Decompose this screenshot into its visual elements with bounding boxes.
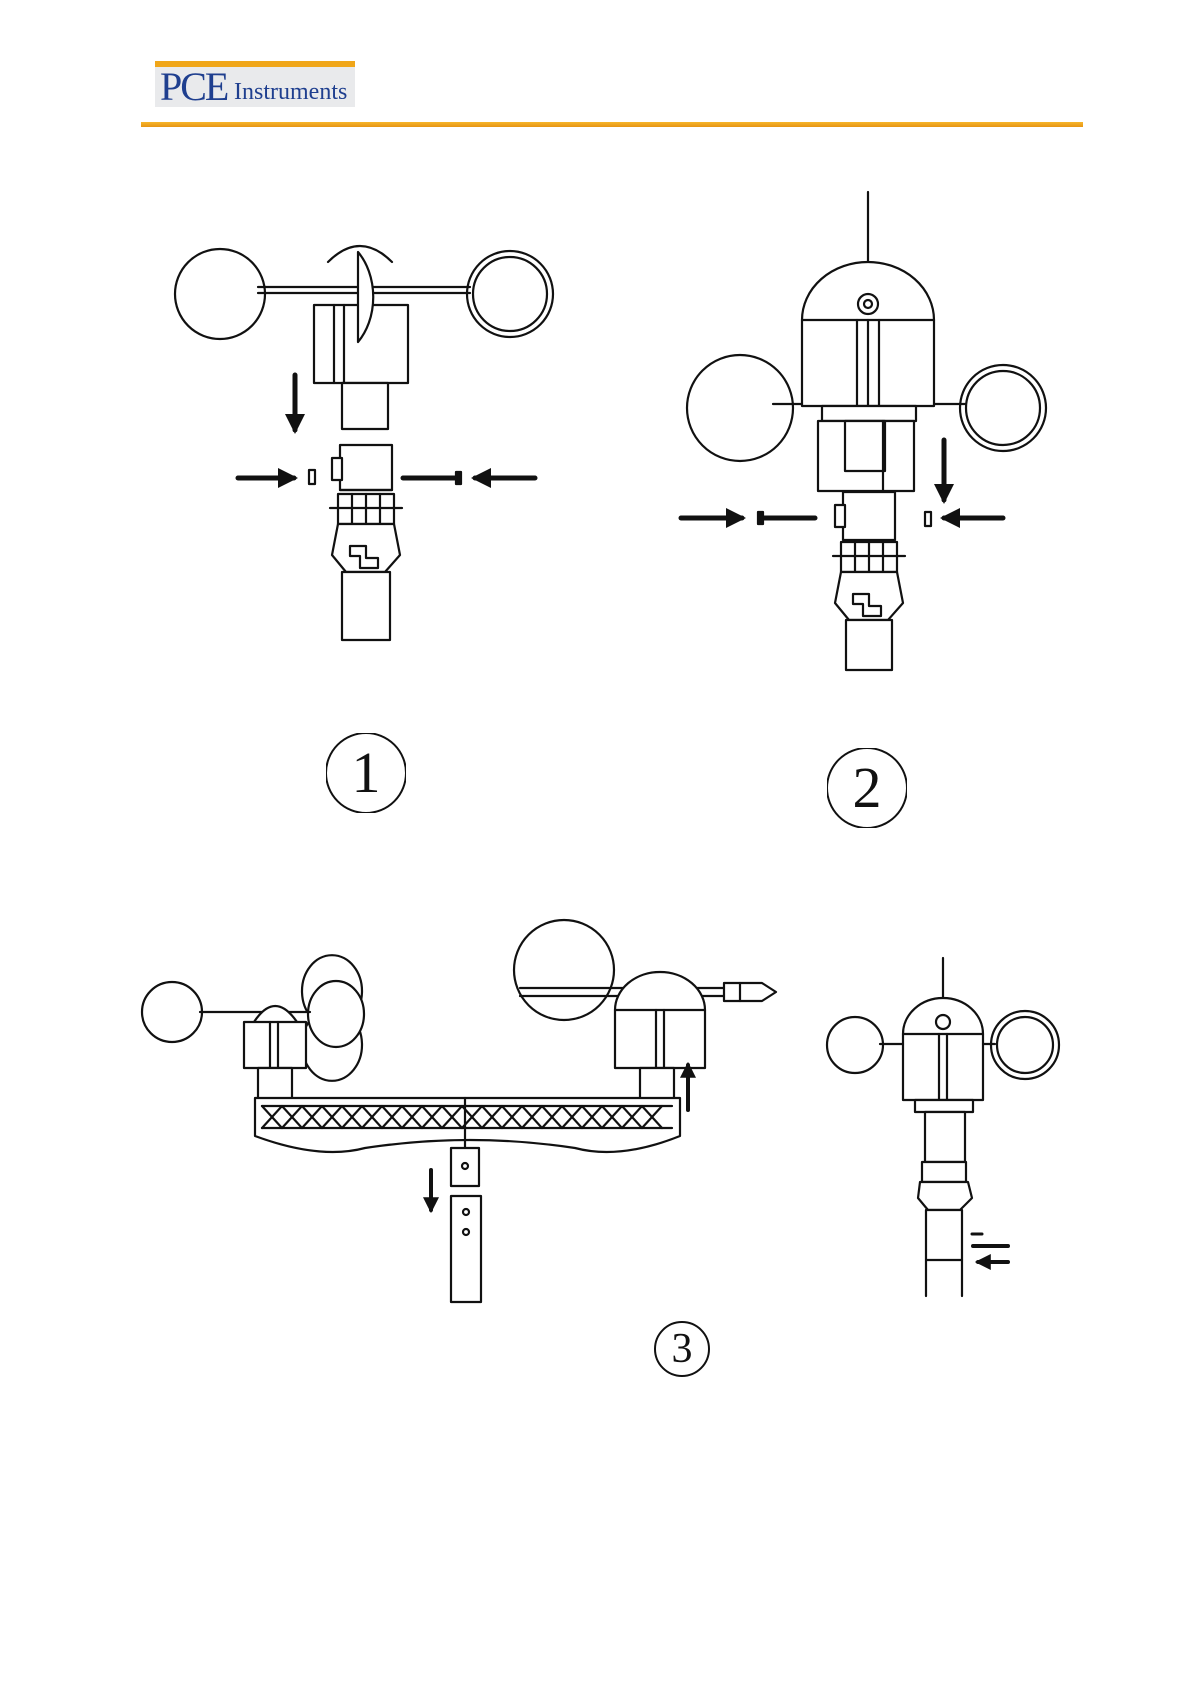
mounting-pole-2 — [846, 620, 892, 670]
figure-3-crossarm-assembly — [142, 920, 776, 1302]
step-number-2: 2 — [827, 748, 907, 828]
anemometer-cup — [308, 981, 364, 1047]
mount-adapter — [340, 445, 392, 490]
step-number-1: 1 — [326, 733, 406, 813]
cup-right — [467, 251, 553, 337]
mounting-pole — [342, 572, 390, 640]
final-housing — [903, 1034, 983, 1100]
vane-fin — [514, 920, 614, 1020]
housing-shaft — [342, 383, 388, 429]
cup-left — [175, 249, 265, 339]
figure-1-anemometer-mounting — [175, 246, 553, 640]
vane-cup-right — [960, 365, 1046, 451]
figure-2-wind-vane-mounting — [681, 192, 1046, 670]
step-label-1: 1 — [352, 740, 381, 805]
figure-3-final-assembly — [827, 958, 1059, 1296]
mast — [451, 1196, 481, 1302]
anemometer-housing — [244, 1022, 306, 1068]
nut-2 — [925, 512, 931, 526]
step-number-3: 3 — [654, 1321, 710, 1377]
step-label-2: 2 — [853, 755, 882, 820]
mount-adapter-2 — [843, 492, 895, 540]
vane-housing-3 — [615, 1010, 705, 1068]
nut — [309, 470, 315, 484]
vane-cup-left — [687, 355, 793, 461]
step-label-3: 3 — [672, 1326, 693, 1372]
vane-counterweight — [724, 983, 776, 1001]
